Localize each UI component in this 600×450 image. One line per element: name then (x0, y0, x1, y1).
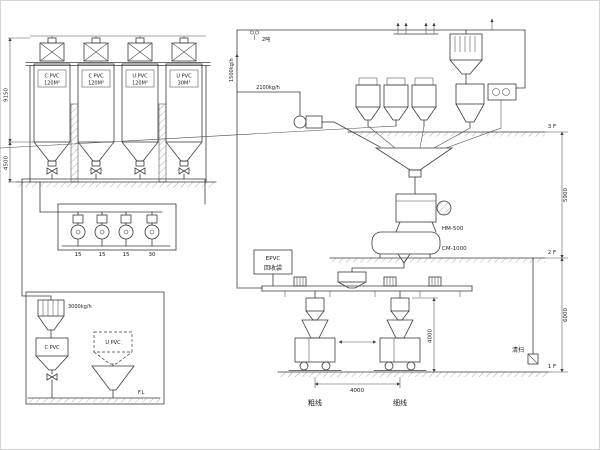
blower-3-rating: 15 (123, 252, 130, 258)
dim-floor3-to-2: 5900 (563, 188, 569, 202)
weigh-hopper-3 (411, 77, 437, 149)
hoist-trolley (250, 30, 259, 40)
conveyor-filter-3 (428, 276, 442, 287)
transfer-bin (337, 262, 405, 289)
silo-2-capacity: 120M³ (88, 81, 104, 87)
cleaning-point: 清扫 (512, 257, 539, 365)
extruder-line-left-label: 粗线 (308, 398, 322, 407)
blower-4-rating: 30 (149, 252, 156, 258)
day-bin-rate-label: 3000kg/h (68, 304, 92, 310)
dim-extruder-height: 4000 (428, 329, 434, 343)
high-speed-mixer (395, 193, 452, 233)
recycle-bag-line2: 回收袋 (264, 264, 282, 272)
silo-3: U PVC 120M³ (121, 36, 159, 180)
cleaning-label: 清扫 (512, 346, 524, 354)
transfer-rate-label: 2100kg/h (256, 85, 280, 91)
floor2-hatch (330, 258, 545, 263)
mixer-group: HM-500 CM-1000 (329, 193, 546, 289)
screw-feeder (445, 29, 526, 149)
receiving-filter (37, 299, 65, 339)
dust-collector (449, 29, 483, 85)
blower-1-rating: 15 (75, 252, 82, 258)
silo-3-name: U PVC (132, 74, 148, 80)
silo-1: C PVC 120M³ (33, 36, 71, 180)
extruder-span-dimension: 4000 (314, 377, 401, 394)
feed-conveyor: EPVC 回收袋 (236, 249, 473, 297)
conveying-lines: 1500kg/h 2吨 2100kg/h (229, 29, 526, 288)
hoist-capacity-label: 2吨 (262, 36, 270, 43)
mixer-motor (436, 200, 452, 216)
recycle-bag-unit: EPVC 回收袋 (253, 249, 293, 287)
floor2-label: 2 F (548, 250, 556, 256)
extruder-line-left (288, 290, 342, 371)
ground-hatch (16, 182, 216, 188)
collecting-funnel (374, 147, 454, 195)
floor3-label: 3 F (548, 124, 556, 130)
extruder-line-right-label: 细线 (393, 398, 407, 407)
day-bin-cpvc-label: C PVC (44, 345, 60, 351)
floor3-hatch (348, 132, 545, 137)
conveyor-filter-2 (383, 276, 397, 287)
silo-2-name: C PVC (88, 74, 104, 80)
day-bin-upvc-label: U PVC (105, 340, 121, 346)
floor1-hatch (278, 372, 548, 377)
silo-4-capacity: 30M³ (178, 81, 191, 87)
mixer-model-label: HM-500 (442, 226, 464, 232)
dim-floor2-to-1: 6000 (563, 308, 569, 322)
extruder-line-right (373, 290, 427, 371)
silo-farm: C PVC 120M³ C PVC 120M³ (15, 35, 217, 205)
blower-3: 15 (118, 211, 134, 258)
cooling-mixer-model-label: CM-1000 (442, 246, 467, 252)
silo-1-name: C PVC (44, 74, 60, 80)
blower-2: 15 (94, 211, 110, 258)
weigh-hopper-2 (0, 77, 409, 149)
right-dimensions: 3 F 2 F 1 F 5900 6000 (545, 124, 569, 373)
dim-extruder-span: 4000 (350, 388, 364, 394)
blower-4: 30 (144, 211, 160, 258)
blower-1: 15 (70, 211, 86, 258)
extruder-height-dimension: 4000 (412, 297, 438, 373)
day-bin-cpvc: C PVC (35, 337, 69, 399)
silo-4-name: U PVC (176, 74, 192, 80)
day-bin-station: 3000kg/h C PVC U PVC F.L (21, 178, 165, 405)
batching-floor (0, 18, 546, 195)
silo-3-capacity: 120M³ (132, 81, 148, 87)
silo-4: U PVC 30M³ (165, 36, 203, 180)
conveyor-filter-1 (293, 276, 307, 287)
ladder-right (158, 103, 167, 183)
dim-silo-lower: 4500 (4, 156, 10, 170)
left-dimensions: 9150 4500 (4, 37, 34, 183)
day-bin-upvc: U PVC (91, 331, 135, 399)
silo-2: C PVC 120M³ (77, 36, 115, 180)
recycle-bag-line1: EPVC (266, 256, 281, 262)
transfer-blower (293, 115, 307, 129)
blower-room: 15 15 15 30 (39, 181, 177, 258)
silo-feed-rate-label: 1500kg/h (229, 58, 235, 82)
blower-2-rating: 15 (99, 252, 106, 258)
cyclone-receiver (433, 83, 485, 149)
ladder-left (70, 103, 79, 183)
silo-1-capacity: 120M³ (44, 81, 60, 87)
weigh-hopper-1 (355, 77, 396, 149)
dim-silo-height: 9150 (4, 88, 10, 102)
floor-level-label: F.L (138, 390, 145, 396)
floor-level-hatch (28, 398, 160, 403)
floor1-label: 1 F (548, 364, 556, 370)
